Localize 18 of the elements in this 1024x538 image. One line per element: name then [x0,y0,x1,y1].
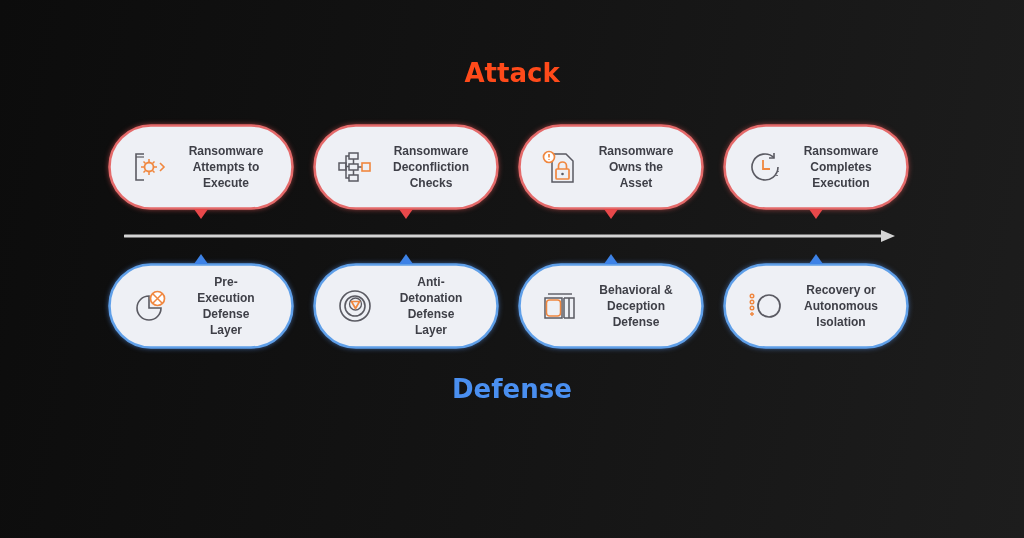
row-heading: Defense [452,374,572,404]
attack-speech-bubble [518,124,704,219]
defense-speech-bubble [108,254,294,349]
step-text: Ransomware Deconfliction Checks [392,143,470,191]
attack-speech-bubble [723,124,909,219]
row-heading: Attack [464,58,560,88]
step-text: Anti-Detonation Defense Layer [398,274,464,338]
defense-speech-bubble [723,254,909,349]
step-text: Behavioral & Deception Defense [598,282,674,330]
step-text: Recovery or Autonomous Isolation [803,282,879,330]
attack-speech-bubble [108,124,294,219]
defense-speech-bubble [313,254,499,349]
step-text: Ransomware Attempts to Execute [187,143,265,191]
step-text: Ransomware Owns the Asset [597,143,675,191]
step-text: Pre-Execution Defense Layer [196,274,256,338]
step-text: Ransomware Completes Execution [802,143,880,191]
defense-speech-bubble [518,254,704,349]
attack-speech-bubble [313,124,499,219]
